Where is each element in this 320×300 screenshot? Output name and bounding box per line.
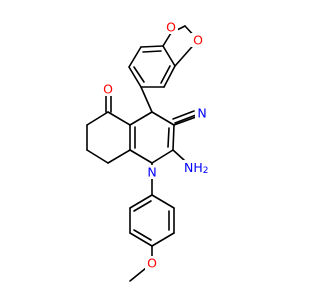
nitrile-nitrogen-label: N bbox=[197, 106, 206, 121]
bond bbox=[160, 65, 171, 84]
bond bbox=[151, 111, 175, 126]
bond bbox=[172, 110, 195, 120]
amino-subscript: 2 bbox=[203, 166, 209, 176]
oxygen-atom-label: O bbox=[193, 33, 203, 48]
methoxy-oxygen-label: O bbox=[147, 256, 157, 271]
bond bbox=[133, 229, 152, 241]
bond bbox=[162, 32, 172, 47]
carbonyl-oxygen-label: O bbox=[103, 82, 113, 97]
bond bbox=[107, 111, 131, 126]
bond bbox=[129, 267, 147, 282]
bond bbox=[167, 127, 170, 148]
bond bbox=[142, 50, 162, 53]
bond bbox=[129, 149, 153, 164]
bond bbox=[151, 194, 175, 209]
structure-canvas: O O O N NH2 N O bbox=[86, 20, 209, 282]
bond bbox=[129, 111, 153, 126]
molecule-diagram: O O O N NH2 N O bbox=[86, 20, 209, 282]
bond bbox=[174, 114, 197, 124]
bond bbox=[107, 149, 131, 164]
bond bbox=[128, 46, 142, 68]
bond bbox=[151, 149, 174, 164]
oxygen-atom-label: O bbox=[166, 20, 176, 35]
bond bbox=[173, 116, 197, 126]
amino-nitrogen-text: NH bbox=[184, 160, 203, 175]
ring-nitrogen-label: N bbox=[147, 165, 156, 180]
bond bbox=[133, 66, 145, 83]
bond bbox=[133, 200, 152, 212]
bond bbox=[86, 111, 109, 126]
bond bbox=[162, 45, 176, 67]
bond bbox=[128, 66, 142, 88]
bond bbox=[172, 149, 185, 161]
amino-group-label: NH2 bbox=[184, 160, 208, 177]
bond bbox=[140, 86, 153, 113]
bond bbox=[140, 45, 164, 48]
bond bbox=[86, 149, 109, 164]
bond bbox=[129, 194, 153, 209]
bond bbox=[129, 232, 153, 247]
bond bbox=[151, 232, 175, 247]
bond bbox=[163, 65, 176, 88]
bond bbox=[172, 124, 175, 151]
